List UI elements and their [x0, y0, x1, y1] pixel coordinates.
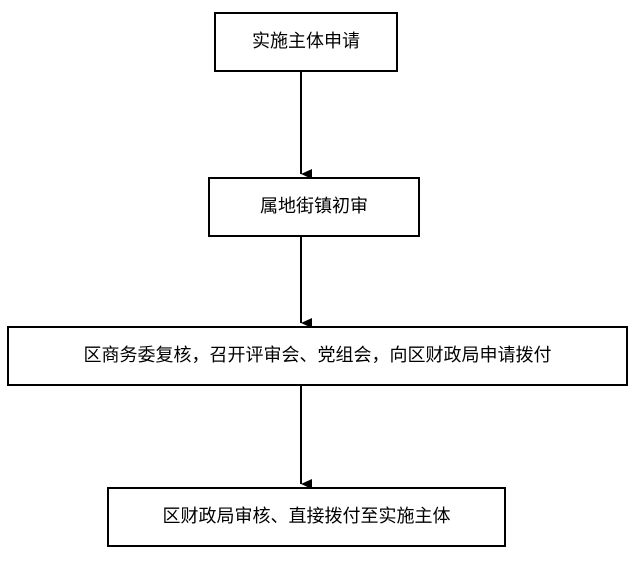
flow-step-finance-bureau-disbursement: 区财政局审核、直接拨付至实施主体 — [107, 487, 506, 547]
flow-step-applicant-application: 实施主体申请 — [214, 12, 398, 72]
flow-step-street-preliminary-review: 属地街镇初审 — [208, 177, 420, 237]
flow-step-label: 实施主体申请 — [252, 31, 360, 53]
flow-step-label: 区商务委复核，召开评审会、党组会，向区财政局申请拨付 — [83, 345, 552, 367]
flow-step-commerce-committee-review: 区商务委复核，召开评审会、党组会，向区财政局申请拨付 — [7, 326, 628, 386]
flow-step-label: 属地街镇初审 — [260, 196, 368, 218]
flow-step-label: 区财政局审核、直接拨付至实施主体 — [162, 506, 451, 528]
